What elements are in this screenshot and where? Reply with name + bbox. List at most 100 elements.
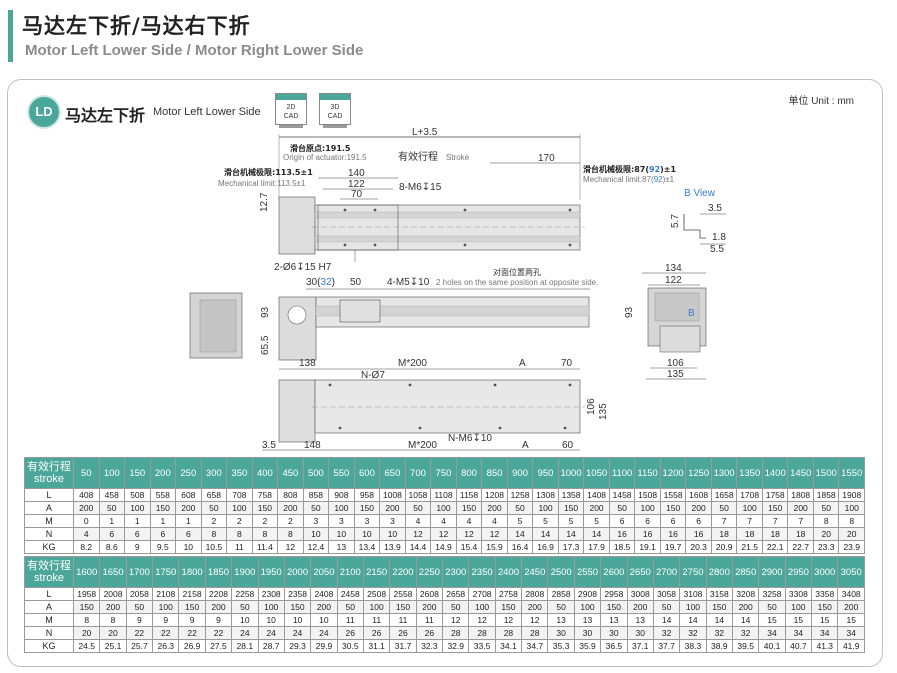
unit-label: 单位 Unit : mm [788, 96, 854, 107]
table-cell: 6 [608, 514, 636, 528]
table-cell: 908 [328, 488, 355, 502]
table-cell: 22 [125, 626, 154, 640]
table-cell: 1858 [812, 488, 840, 502]
stroke-label-en: Stroke [446, 153, 470, 162]
stroke-value-cell: 1950 [257, 556, 285, 588]
stroke-value-cell: 950 [532, 457, 559, 489]
table-cell: 11 [389, 613, 417, 627]
cad-2d-label-top: 2D [286, 104, 296, 111]
table-cell: 12 [404, 527, 432, 541]
table-cell: 22 [152, 626, 180, 640]
mech-limit-right-cn-b: )±1 [660, 165, 676, 174]
table-cell: 30 [547, 626, 575, 640]
table-cell: 150 [659, 501, 687, 515]
table-cell: 35.3 [547, 639, 575, 653]
table-cell: 36.5 [600, 639, 628, 653]
table-cell: 10 [379, 527, 406, 541]
table-cell: 0 [73, 514, 100, 528]
table-cell: 9 [124, 540, 151, 554]
table-cell: 23.3 [812, 540, 840, 554]
row-label: L [24, 587, 74, 601]
table-cell: 200 [837, 600, 865, 614]
stroke-value-cell: 2900 [758, 556, 786, 588]
stroke-header-en: stroke [34, 473, 64, 485]
table-cell: 3258 [758, 587, 786, 601]
cad-3d-label-top: 3D [330, 104, 340, 111]
stroke-value-cell: 2200 [389, 556, 417, 588]
table-cell: 200 [787, 501, 814, 515]
row-label: M [24, 514, 74, 528]
stroke-value-cell: 1650 [99, 556, 127, 588]
table-cell: 3158 [705, 587, 733, 601]
origin-label-cn: 滑台原点:191.5 [290, 143, 351, 153]
table-cell: 12 [455, 527, 483, 541]
table-cell: 20 [72, 626, 101, 640]
table-cell: 2758 [494, 587, 523, 601]
table-cell: 16.4 [506, 540, 534, 554]
table-cell: 150 [389, 600, 417, 614]
table-cell: 25.7 [125, 639, 154, 653]
dim-30-a: 30( [306, 277, 321, 288]
table-cell: 50 [125, 600, 154, 614]
table-cell: 3 [353, 514, 381, 528]
table-cell: 200 [731, 600, 760, 614]
stroke-header-cn: 有效行程 [27, 559, 71, 572]
table-cell: 150 [251, 501, 279, 515]
table-cell: 20 [99, 626, 127, 640]
b-view: B View 3.5 5.7 1.8 5.5 [670, 188, 726, 255]
table-cell: 38.9 [705, 639, 733, 653]
table-cell: 12 [430, 527, 457, 541]
table-cell: 6 [124, 527, 151, 541]
table-cell: 16 [608, 527, 636, 541]
b-view-label: B View [684, 188, 716, 199]
cad-2d-download-button[interactable]: 2D CAD [275, 93, 307, 128]
page-title: 马达左下折/马达右下折 [22, 14, 251, 38]
table-cell: 13.9 [379, 540, 406, 554]
table-cell: 30 [600, 626, 628, 640]
stroke-value-cell: 500 [302, 457, 330, 489]
table-cell: 26 [415, 626, 444, 640]
stroke-value-cell: 900 [506, 457, 534, 489]
table-cell: 28.7 [257, 639, 285, 653]
mech-limit-left-cn: 滑台机械极限:113.5±1 [224, 167, 313, 177]
table-cell: 37.1 [626, 639, 654, 653]
table-cell: 50 [506, 501, 534, 515]
table-cell: 24 [257, 626, 285, 640]
table-cell: 3 [302, 514, 330, 528]
table-cell: 7 [736, 514, 763, 528]
stroke-value-cell: 150 [124, 457, 151, 489]
table-cell: 7 [710, 514, 738, 528]
mech-limit-right-cn-a: 滑台机械极限:87( [583, 164, 649, 174]
row-label: KG [24, 639, 74, 653]
table-cell: 15.9 [481, 540, 508, 554]
table-cell: 100 [573, 600, 602, 614]
table-cell: 27.5 [204, 639, 233, 653]
stroke-value-cell: 2550 [573, 556, 602, 588]
table-cell: 11 [226, 540, 253, 554]
dim-5-7: 5.7 [670, 214, 681, 228]
table-cell: 12 [468, 613, 496, 627]
table-cell: 150 [494, 600, 523, 614]
table-cell: 2108 [152, 587, 180, 601]
dim-135-bottom: 135 [598, 403, 609, 420]
stroke-value-cell: 2950 [784, 556, 813, 588]
row-label: KG [24, 540, 74, 554]
table-cell: 28 [521, 626, 549, 640]
stroke-value-cell: 600 [353, 457, 381, 489]
cad-3d-download-button[interactable]: 3D CAD [319, 93, 351, 128]
title-accent-bar [8, 10, 13, 62]
table-cell: 2 [226, 514, 253, 528]
table-cell: 100 [468, 600, 496, 614]
table-cell: 13 [328, 540, 355, 554]
table-cell: 8 [72, 613, 101, 627]
table-cell: 29.3 [283, 639, 312, 653]
table-cell: 150 [557, 501, 585, 515]
table-cell: 1408 [583, 488, 610, 502]
table-cell: 3208 [731, 587, 760, 601]
table-cell: 22 [204, 626, 233, 640]
mech-limit-right-en-b: )±1 [663, 175, 675, 184]
